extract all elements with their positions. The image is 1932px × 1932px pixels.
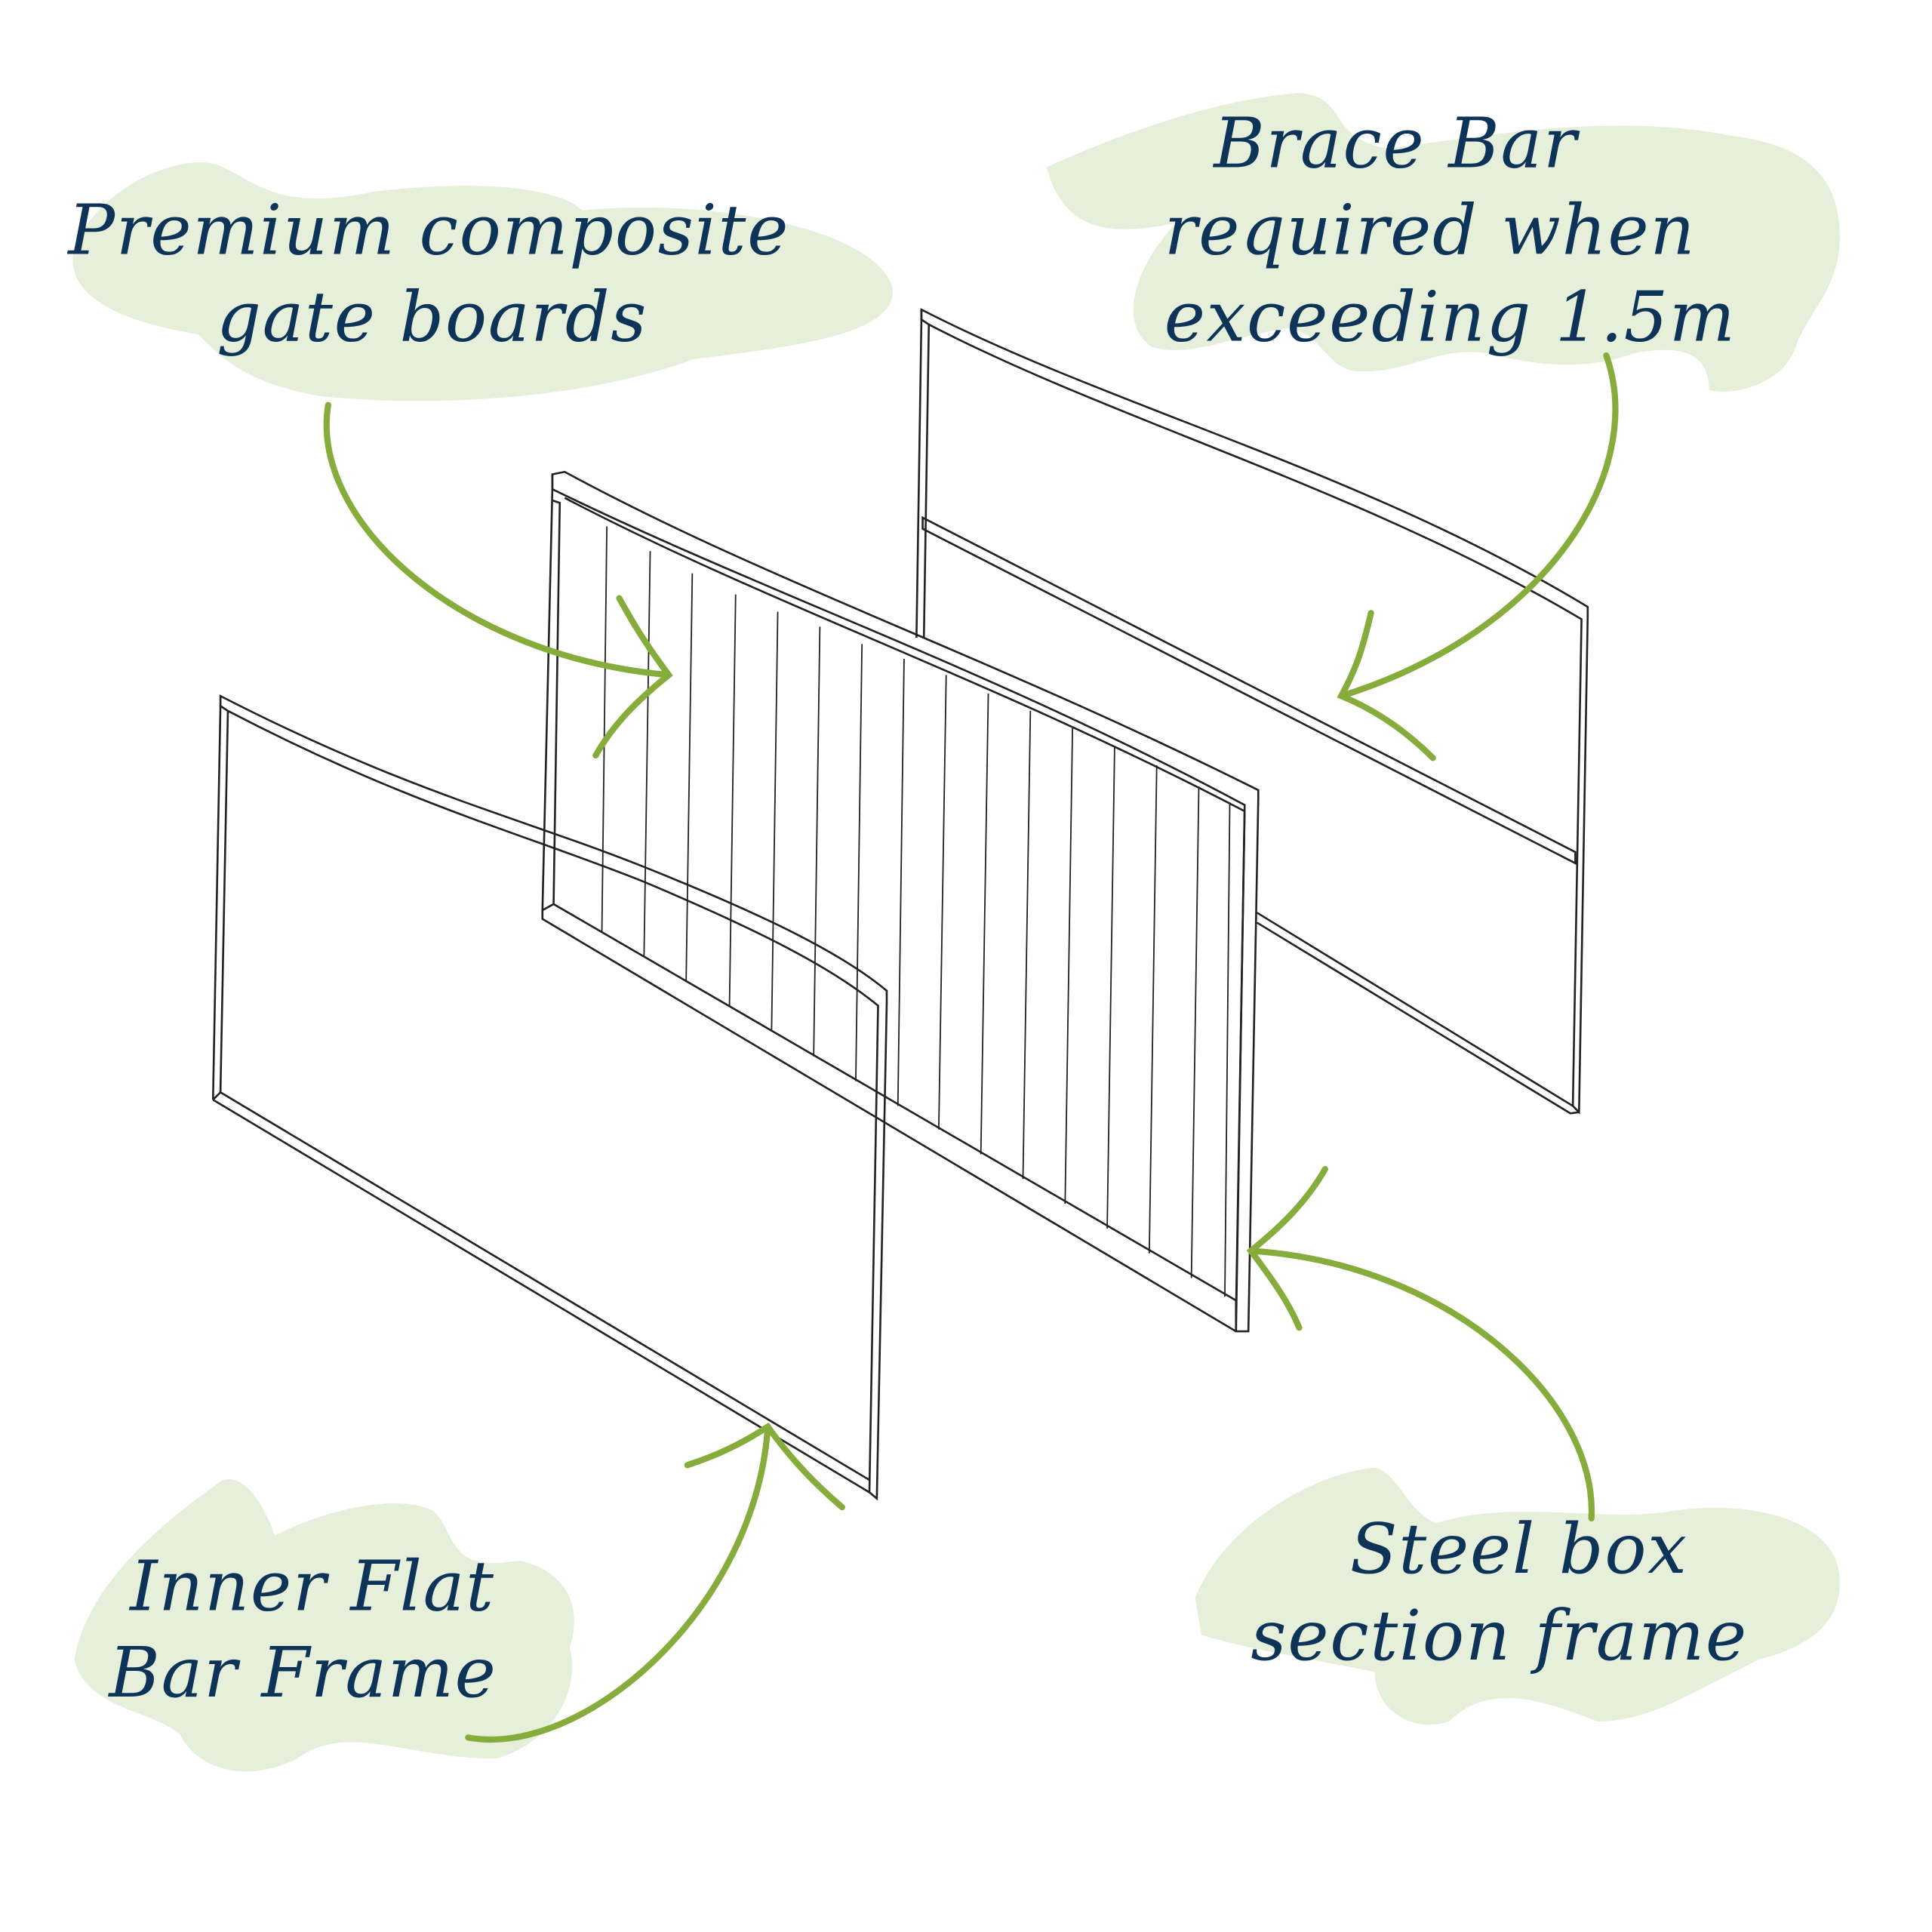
label-steel-line1: Steel box [1350, 1509, 1688, 1589]
arrow-inner [465, 1422, 845, 1743]
arrow-steel [1246, 1166, 1595, 1521]
label-inner-line2: Bar Frame [107, 1632, 497, 1713]
label-steel-line2: section frame [1251, 1595, 1747, 1676]
arrow-brace [1337, 352, 1619, 761]
blob-steel [1195, 1467, 1840, 1725]
label-boards-line2: gate boards [217, 276, 648, 357]
blob-boards [72, 162, 893, 401]
composite-board-panel [541, 470, 1260, 1333]
label-brace-line3: exceeding 1.5m [1164, 276, 1737, 357]
arrow-boards [323, 401, 673, 759]
inner-flat-bar-frame [211, 694, 888, 1501]
gate-boards [601, 526, 1231, 1297]
blob-brace [1046, 93, 1840, 392]
steel-box-frame [915, 308, 1589, 1115]
highlight-blobs [72, 93, 1840, 1772]
label-inner-line1: Inner Flat [128, 1546, 494, 1626]
blob-inner [74, 1479, 574, 1772]
label-brace-line2: required when [1164, 189, 1697, 270]
callout-arrows [323, 352, 1619, 1743]
label-boards-line1: Premium composite [66, 189, 789, 270]
label-brace-line1: Brace Bar [1212, 103, 1580, 184]
